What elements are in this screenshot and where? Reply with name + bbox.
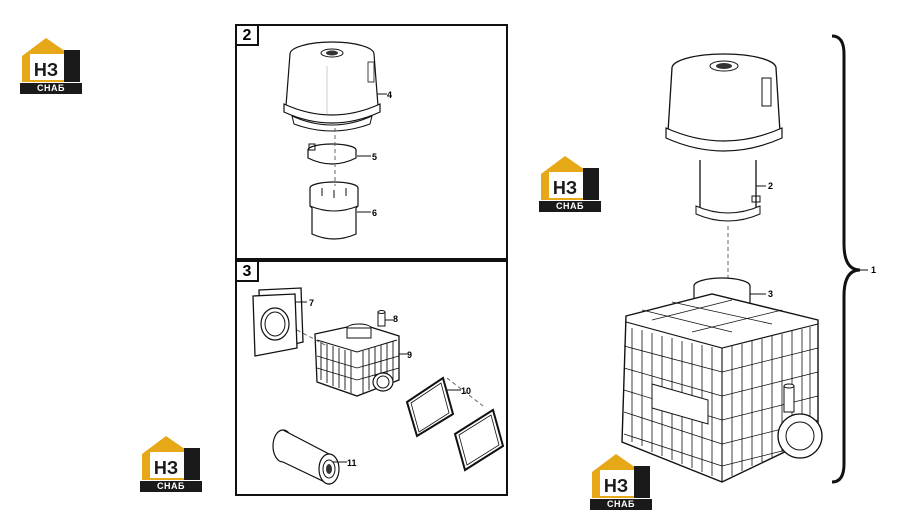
leader-line-2 — [756, 185, 766, 187]
adapter-sleeve-drawing — [309, 181, 359, 240]
assembly-axis-line — [727, 226, 729, 282]
svg-text:НЗ: НЗ — [154, 458, 178, 478]
callout-6: 6 — [372, 208, 378, 218]
intake-tube-drawing — [695, 160, 761, 222]
clamp-ring-drawing — [307, 143, 357, 165]
leader-line-10 — [447, 389, 461, 391]
leader-line-11 — [333, 461, 347, 463]
panel-2: 2 4 5 6 — [235, 24, 508, 260]
panel-3-number: 3 — [237, 262, 259, 282]
filter-housing-drawing — [314, 323, 400, 397]
logo-bottom-left: НЗ СНАБ — [140, 434, 202, 492]
logo-caption: СНАБ — [539, 201, 601, 212]
callout-10: 10 — [461, 386, 472, 396]
leader-line-6 — [357, 211, 371, 213]
callout-8: 8 — [393, 314, 399, 324]
seal-frame-drawing — [252, 287, 304, 357]
logo-bottom-center: НЗ СНАБ — [590, 452, 652, 510]
callout-3: 3 — [768, 289, 774, 299]
panel-2-number: 2 — [237, 26, 259, 46]
callout-7: 7 — [309, 298, 315, 308]
logo-caption: СНАБ — [20, 83, 82, 94]
callout-4: 4 — [387, 90, 393, 100]
house-logo-icon: НЗ — [142, 436, 200, 480]
filter-cartridge-drawing — [272, 429, 340, 485]
svg-text:НЗ: НЗ — [553, 178, 577, 198]
leader-line-9 — [399, 353, 407, 355]
callout-5: 5 — [372, 152, 378, 162]
leader-line-4 — [377, 93, 387, 95]
logo-middle: НЗ СНАБ — [539, 154, 601, 212]
callout-9: 9 — [407, 350, 413, 360]
assembly-brace — [831, 34, 868, 484]
callout-2: 2 — [768, 181, 774, 191]
callout-1: 1 — [871, 265, 877, 275]
assembly-axis-line — [296, 329, 484, 407]
leader-line-5 — [357, 155, 371, 157]
svg-text:НЗ: НЗ — [604, 476, 628, 496]
callout-11: 11 — [347, 458, 357, 468]
house-logo-icon: НЗ — [22, 38, 80, 82]
svg-text:НЗ: НЗ — [34, 60, 58, 80]
leader-line-3 — [750, 293, 766, 295]
precleaner-cover-drawing — [665, 53, 783, 152]
logo-top-left: НЗ СНАБ — [20, 36, 82, 94]
logo-caption: СНАБ — [590, 499, 652, 510]
filter-cover-drawing — [283, 41, 381, 132]
main-filter-housing-drawing — [621, 277, 823, 483]
house-logo-icon: НЗ — [541, 156, 599, 200]
gasket-frames-drawing — [405, 376, 505, 472]
leader-line-7 — [295, 301, 307, 303]
leader-line-8 — [385, 319, 393, 321]
valve-plug-drawing — [377, 310, 386, 327]
panel-3: 3 7 8 — [235, 260, 508, 496]
logo-caption: СНАБ — [140, 481, 202, 492]
house-logo-icon: НЗ — [592, 454, 650, 498]
assembly-axis-line — [334, 128, 336, 186]
